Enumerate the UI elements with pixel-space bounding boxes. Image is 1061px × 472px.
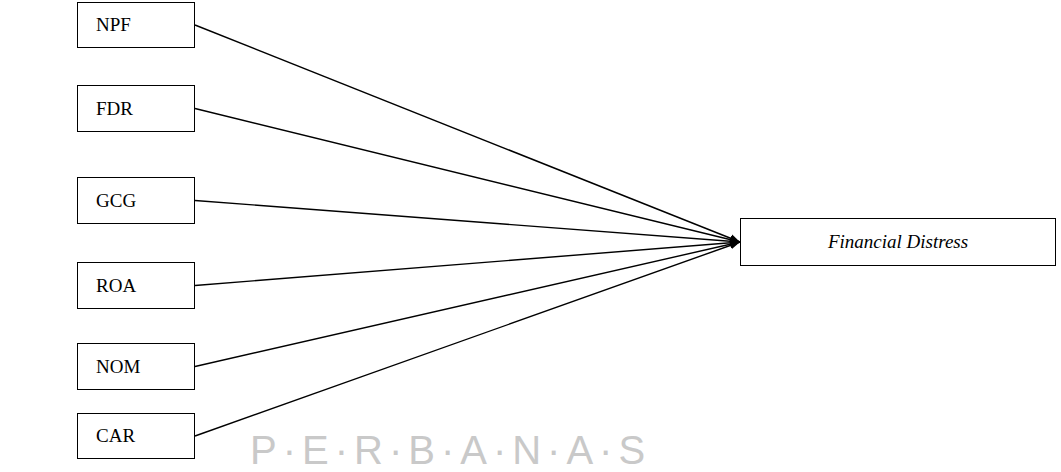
arrow-connector <box>195 109 740 243</box>
arrow-connector <box>195 242 740 436</box>
variable-box: NOM <box>77 343 195 390</box>
node-label: ROA <box>96 275 136 297</box>
node-label: CAR <box>96 425 135 447</box>
variable-box: GCG <box>77 177 195 224</box>
variable-box: ROA <box>77 262 195 309</box>
outcome-box: Financial Distress <box>740 218 1056 266</box>
node-label: NPF <box>96 14 131 36</box>
arrow-connector <box>195 242 740 286</box>
arrow-connector <box>195 242 740 367</box>
node-label: FDR <box>96 98 133 120</box>
node-label: GCG <box>96 190 136 212</box>
variable-box: CAR <box>77 413 195 459</box>
watermark: P·E·R·B·A·N·A·S <box>250 428 651 472</box>
variable-box: NPF <box>77 2 195 48</box>
variable-box: FDR <box>77 85 195 132</box>
node-label: Financial Distress <box>828 231 968 253</box>
node-label: NOM <box>96 356 140 378</box>
arrow-connector <box>195 25 740 242</box>
arrow-connector <box>195 201 740 243</box>
